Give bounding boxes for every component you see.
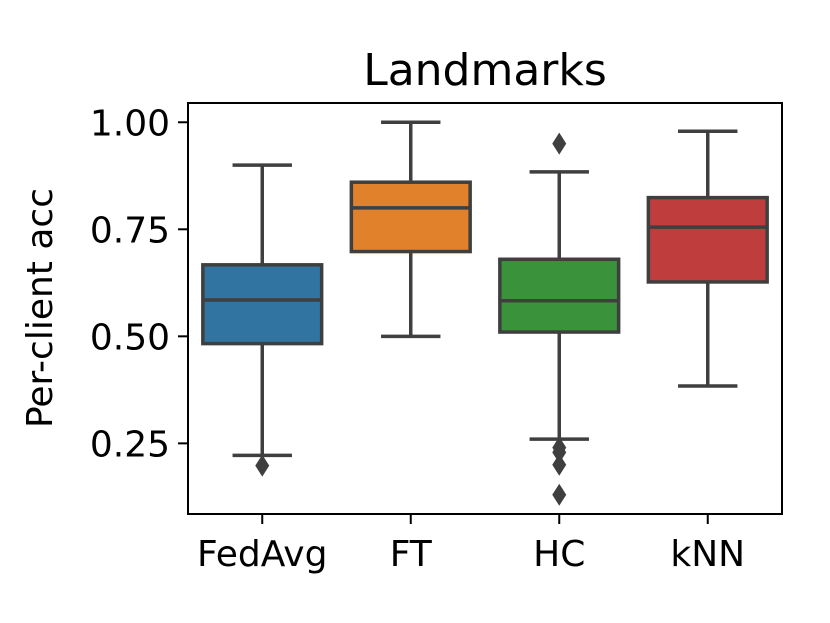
- y-tick-label: 1.00: [90, 103, 170, 144]
- outlier-point-hc: [552, 453, 567, 476]
- box-knn: [646, 195, 769, 284]
- box-group-hc: [498, 132, 621, 506]
- box-fedavg: [201, 263, 324, 346]
- chart-title: Landmarks: [363, 45, 607, 96]
- y-tick-label: 0.75: [90, 210, 170, 251]
- x-tick-label: FedAvg: [197, 534, 327, 575]
- outlier-point-fedavg: [255, 454, 270, 477]
- outlier-point-hc: [552, 483, 567, 506]
- plot-frame: [187, 102, 783, 515]
- y-axis-label: Per-client acc: [20, 188, 61, 428]
- x-tick-label: HC: [533, 534, 585, 575]
- y-tick-label: 0.50: [90, 317, 170, 358]
- y-tick-label: 0.25: [90, 424, 170, 465]
- outlier-point-hc: [552, 441, 567, 464]
- plot-marks: [201, 120, 769, 506]
- y-axis: 0.25 0.50 0.75 1.00: [90, 103, 188, 465]
- outlier-point-hc: [552, 132, 567, 155]
- box-hc: [498, 257, 621, 334]
- box-group-ft: [349, 120, 472, 339]
- box-ft: [349, 180, 472, 254]
- x-tick-label: kNN: [670, 534, 745, 575]
- box-group-fedavg: [201, 163, 324, 477]
- x-axis: FedAvg FT HC kNN: [197, 514, 745, 575]
- x-tick-label: FT: [390, 534, 433, 575]
- box-group-knn: [646, 129, 769, 388]
